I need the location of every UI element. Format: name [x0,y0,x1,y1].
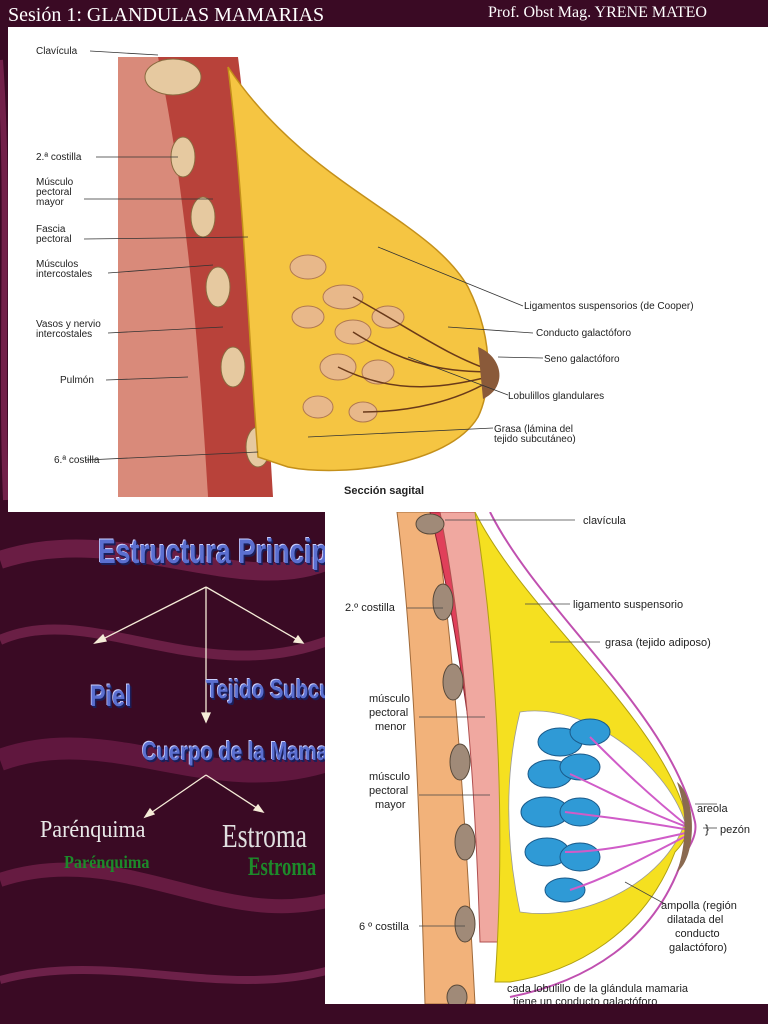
label-6th-rib: 6.ª costilla [54,455,100,466]
label-b-6th-rib: 6 º costilla [359,921,410,933]
label-vasos-2: intercostales [36,329,92,340]
bracket-symbol: } [705,822,709,836]
label-b-menor-1: músculo [369,693,410,705]
label-b-menor-2: pectoral [369,707,408,719]
label-b-ligamento: ligamento suspensorio [573,599,683,611]
concept-root: Estructura Principal [98,533,351,571]
label-fascia-1: Fascia [36,224,66,235]
label-intercostales-1: Músculos [36,259,78,270]
label-pectoral-mayor-2: pectoral [36,187,72,198]
label-2nd-rib: 2.ª costilla [36,152,82,163]
concept-parenquima-green: Parénquima [64,852,150,872]
label-pectoral-mayor-1: Músculo [36,177,74,188]
label-b-ampolla-1: ampolla (región [661,900,737,912]
skin-outline [489,512,697,998]
leader-lines [83,50,544,461]
label-grasa-2: tejido subcutáneo) [494,434,576,445]
label-b-areola: areola [697,803,728,815]
label-b-lobulillo-1: cada lobulillo de la glándula mamaria [507,983,689,995]
figure-caption: Sección sagital [344,485,424,497]
label-b-ampolla-4: galactóforo) [669,942,727,954]
leader-lines-bottom [407,519,717,927]
label-b-grasa: grasa (tejido adiposo) [605,637,711,649]
slide-title: Sesión 1: GLANDULAS MAMARIAS [8,4,325,26]
ribs [144,58,271,468]
breast-fat [227,66,489,472]
sagittal-section-figure: Clavícula 2.ª costilla Músculo pectoral … [8,27,768,512]
label-lobulillos: Lobulillos glandulares [508,391,604,402]
concept-map-arrows [93,586,305,819]
label-vasos-1: Vasos y nervio [36,319,101,330]
label-grasa-1: Grasa (lámina del [494,424,573,435]
concept-estroma: Estroma [222,818,307,855]
concept-estroma-green: Estroma [248,852,317,881]
label-clavicula: Clavícula [36,46,78,57]
breast-diagram-illustration: clavícula 2.º costilla ligamento suspens… [345,512,750,1004]
label-b-menor-3: menor [375,721,407,733]
chest-wall [396,512,476,1004]
slide-author: Prof. Obst Mag. YRENE MATEO [488,4,707,21]
label-b-clavicula: clavícula [583,515,627,527]
label-pectoral-mayor-3: mayor [36,197,64,208]
ducts-bottom [564,736,691,891]
label-pulmon: Pulmón [60,375,94,386]
label-b-2nd-rib: 2.º costilla [345,602,396,614]
label-b-mayor-3: mayor [375,799,406,811]
label-b-ampolla-3: conducto [675,928,720,940]
label-b-ampolla-2: dilatada del [667,914,723,926]
label-fascia-2: pectoral [36,234,72,245]
slide-header: Sesión 1: GLANDULAS MAMARIAS Prof. Obst … [0,0,768,30]
label-intercostales-2: intercostales [36,269,92,280]
label-b-mayor-2: pectoral [369,785,408,797]
gland-lobules [520,718,611,903]
concept-parenquima: Parénquima [40,817,146,843]
label-b-pezon: pezón [720,824,750,836]
ducts [337,296,497,413]
sagittal-illustration: Clavícula 2.ª costilla Músculo pectoral … [36,46,694,497]
breast-diagram-figure: clavícula 2.º costilla ligamento suspens… [325,512,768,1004]
concept-piel: Piel [90,680,132,713]
label-b-lobulillo-2: tiene un conducto galactóforo [513,996,657,1004]
label-b-mayor-1: músculo [369,771,410,783]
label-cooper: Ligamentos suspensorios (de Cooper) [524,301,694,312]
ribs-bottom [415,513,476,1004]
label-seno: Seno galactóforo [544,354,620,365]
concept-cuerpo: Cuerpo de la Mama [142,736,328,766]
label-conducto: Conducto galactóforo [536,328,632,339]
areola [677,782,692,872]
